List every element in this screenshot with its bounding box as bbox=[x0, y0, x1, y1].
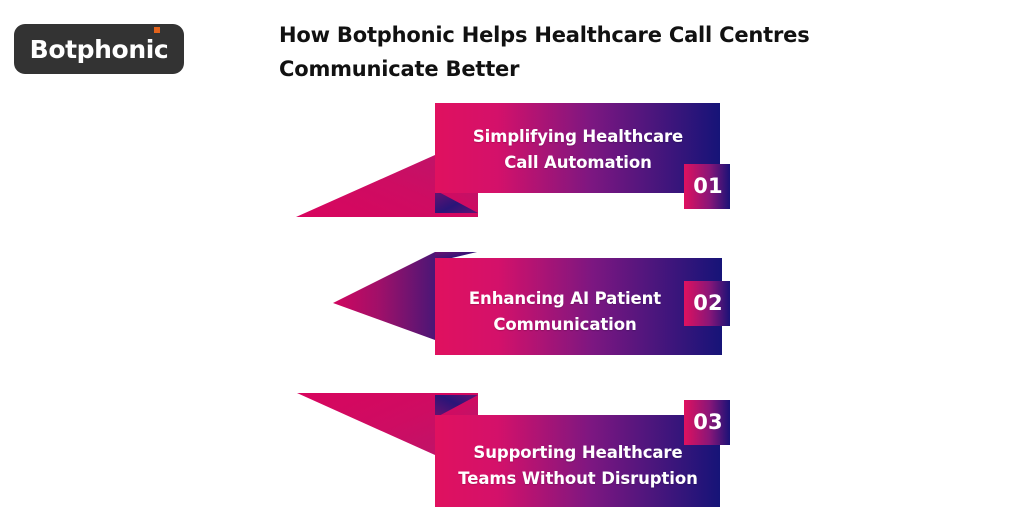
banner-01-text: Simplifying Healthcare Call Automation bbox=[436, 124, 720, 176]
banner-02-badge-number: 02 bbox=[693, 291, 723, 315]
banner-03-text-line-1: Supporting Healthcare bbox=[473, 443, 683, 462]
banner-03-badge bbox=[684, 400, 730, 445]
banner-02-text-line-1: Enhancing AI Patient bbox=[468, 289, 662, 308]
banner-02-tail bbox=[333, 252, 435, 340]
page-title: How Botphonic Helps Healthcare Call Cent… bbox=[279, 18, 879, 86]
banner-03-text: Supporting Healthcare Teams Without Disr… bbox=[436, 440, 720, 492]
banner-01-badge bbox=[684, 164, 730, 209]
banner-02-text-line-2: Communication bbox=[493, 315, 637, 335]
banner-02-text: Enhancing AI Patient Communication bbox=[436, 286, 694, 338]
banner-01-text-line-1: Simplifying Healthcare bbox=[472, 127, 684, 146]
banner-01-text-line-2: Call Automation bbox=[504, 153, 652, 173]
banner-03-fold bbox=[435, 395, 478, 418]
banner-02-fold bbox=[435, 252, 477, 262]
logo-wordmark: Botphonic bbox=[29, 26, 169, 64]
page-title-line-1: How Botphonic Helps Healthcare Call Cent… bbox=[279, 23, 810, 47]
banner-03-body bbox=[435, 415, 720, 507]
banner-03-tail bbox=[297, 393, 435, 455]
banner-02-body bbox=[435, 258, 722, 355]
banner-02-badge bbox=[684, 281, 730, 326]
logo-text-label: Botphonic bbox=[29, 34, 169, 64]
botphonic-logo: Botphonic bbox=[14, 24, 184, 74]
orange-square-dot-icon bbox=[154, 26, 161, 33]
banner-03-text-line-2: Teams Without Disruption bbox=[458, 469, 698, 489]
banner-01-fold bbox=[435, 190, 478, 213]
banner-03-fold-strip bbox=[435, 393, 478, 418]
banner-03-badge-number: 03 bbox=[693, 410, 723, 434]
banner-01-fold-strip bbox=[435, 190, 478, 217]
page-title-line-2: Communicate Better bbox=[279, 57, 520, 82]
banner-01-body bbox=[435, 103, 720, 193]
banner-01-tail bbox=[296, 155, 435, 217]
banner-01-badge-number: 01 bbox=[693, 174, 723, 198]
